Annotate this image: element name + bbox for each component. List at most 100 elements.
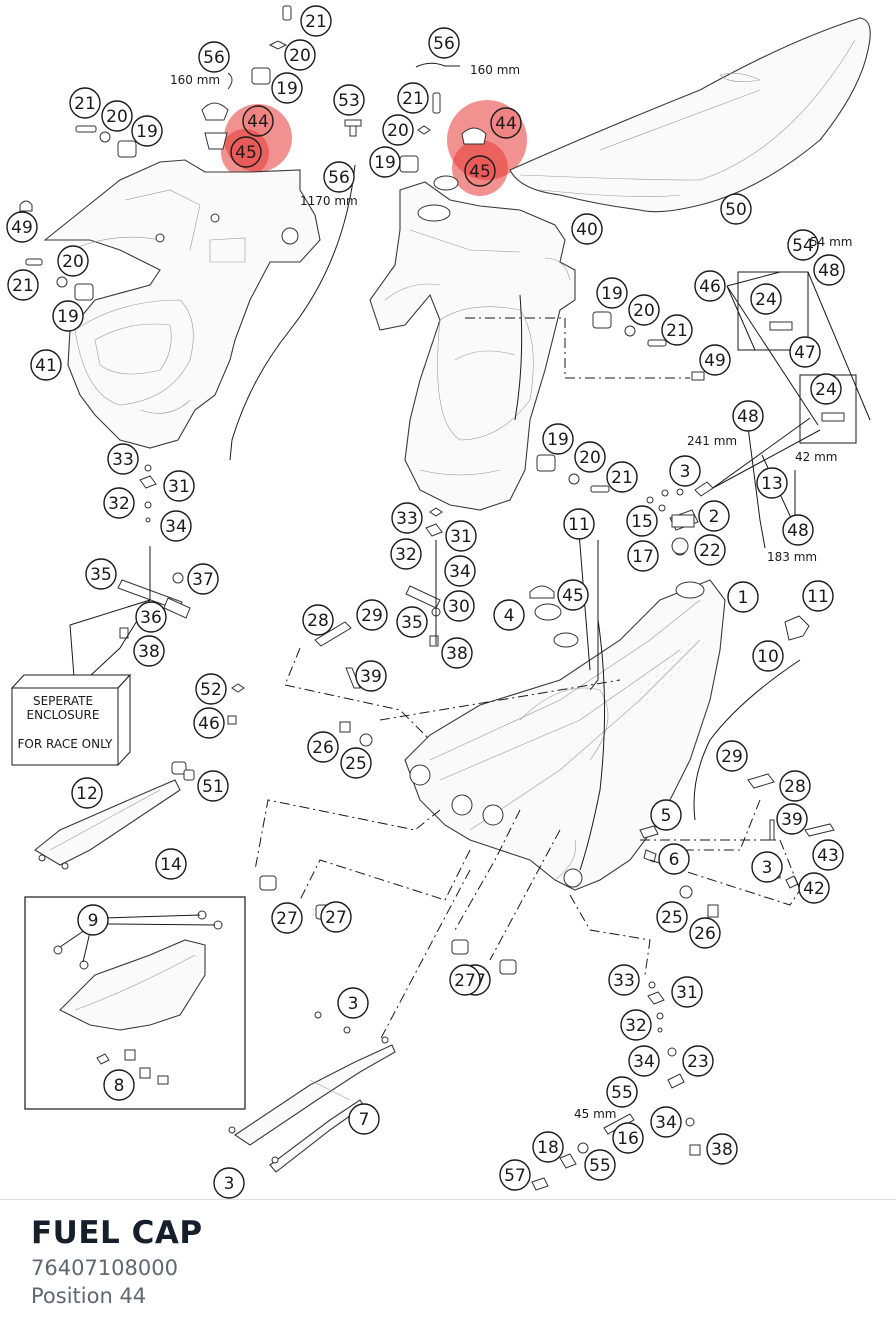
callout-label: 44: [247, 112, 269, 132]
callout-label: 34: [449, 562, 471, 582]
callout-25: 25: [656, 901, 688, 933]
callout-circle: [337, 987, 369, 1019]
callout-label: 45: [469, 162, 491, 182]
rail-part-12: [34, 779, 181, 870]
callout-circle: [155, 848, 187, 880]
callout-circle: [493, 599, 525, 631]
callout-circle: [699, 344, 731, 376]
callout-27: 27: [271, 902, 303, 934]
callout-circle: [71, 777, 103, 809]
callout-label: 34: [165, 517, 187, 537]
callout-20: 20: [101, 100, 133, 132]
callout-4: 4: [493, 599, 525, 631]
callout-3: 3: [337, 987, 369, 1019]
callout-label: 52: [200, 680, 222, 700]
callout-circle: [85, 558, 117, 590]
callout-circle: [716, 740, 748, 772]
callout-circle: [571, 213, 603, 245]
callout-label: 26: [694, 924, 716, 944]
callout-label: 46: [699, 277, 721, 297]
callout-12: 12: [71, 777, 103, 809]
callout-8: 8: [103, 1069, 135, 1101]
callout-11: 11: [563, 508, 595, 540]
callout-circle: [751, 851, 783, 883]
callout-5: 5: [650, 799, 682, 831]
callout-circle: [441, 637, 473, 669]
callout-45: 45: [230, 136, 262, 168]
callout-49: 49: [6, 211, 38, 243]
callout-20: 20: [574, 441, 606, 473]
separate-enclosure-box: SEPERATE ENCLOSURE FOR RACE ONLY: [10, 673, 132, 767]
callout-label: 25: [345, 754, 367, 774]
callout-24: 24: [750, 283, 782, 315]
callout-21: 21: [69, 87, 101, 119]
callout-14: 14: [155, 848, 187, 880]
callout-44: 44: [242, 105, 274, 137]
callout-label: 10: [757, 647, 779, 667]
callout-label: 19: [601, 284, 623, 304]
callout-48: 48: [813, 254, 845, 286]
callout-label: 44: [495, 114, 517, 134]
callout-28: 28: [779, 770, 811, 802]
callout-9: 9: [77, 904, 109, 936]
callout-label: 11: [807, 587, 829, 607]
callout-label: 14: [160, 855, 182, 875]
callout-circle: [612, 1122, 644, 1154]
callout-label: 32: [625, 1016, 647, 1036]
callout-41: 41: [30, 349, 62, 381]
callout-circle: [77, 904, 109, 936]
callout-circle: [499, 1159, 531, 1191]
callout-32: 32: [390, 538, 422, 570]
callout-label: 20: [387, 121, 409, 141]
callout-label: 24: [755, 290, 777, 310]
callout-circle: [131, 115, 163, 147]
callout-label: 56: [328, 168, 350, 188]
callout-21: 21: [300, 5, 332, 37]
callout-circle: [187, 563, 219, 595]
callout-21: 21: [397, 82, 429, 114]
callout-circle: [626, 505, 658, 537]
callout-label: 21: [666, 321, 688, 341]
callout-34: 34: [444, 555, 476, 587]
callout-label: 28: [784, 777, 806, 797]
part-position: Position 44: [31, 1284, 147, 1308]
callout-label: 33: [613, 971, 635, 991]
dimension-42mm: 42 mm: [795, 450, 837, 464]
callout-label: 18: [537, 1138, 559, 1158]
callout-label: 21: [12, 276, 34, 296]
callout-circle: [650, 799, 682, 831]
callout-circle: [756, 467, 788, 499]
callout-circle: [103, 487, 135, 519]
callout-54: 54: [787, 229, 819, 261]
callout-53: 53: [333, 84, 365, 116]
callout-circle: [356, 599, 388, 631]
callout-label: 42: [803, 879, 825, 899]
callout-label: 48: [737, 407, 759, 427]
callout-21: 21: [606, 461, 638, 493]
callout-25: 25: [340, 747, 372, 779]
callout-circle: [197, 770, 229, 802]
callout-46: 46: [694, 270, 726, 302]
callout-circle: [628, 1045, 660, 1077]
callout-circle: [776, 803, 808, 835]
callout-circle: [30, 349, 62, 381]
callout-circle: [812, 839, 844, 871]
frame-tank: [404, 579, 801, 891]
callout-label: 27: [454, 971, 476, 991]
strap-part-7: [228, 1011, 396, 1173]
callout-label: 12: [76, 784, 98, 804]
callout-label: 20: [62, 252, 84, 272]
callout-23: 23: [682, 1045, 714, 1077]
callout-22: 22: [694, 534, 726, 566]
callout-49: 49: [699, 344, 731, 376]
callout-label: 39: [360, 667, 382, 687]
callout-27: 27: [449, 964, 481, 996]
callout-20: 20: [57, 245, 89, 277]
callout-label: 56: [203, 48, 225, 68]
callout-circle: [449, 964, 481, 996]
callout-label: 38: [446, 644, 468, 664]
callout-38: 38: [441, 637, 473, 669]
callout-label: 21: [611, 468, 633, 488]
callout-circle: [396, 606, 428, 638]
callout-circle: [782, 514, 814, 546]
